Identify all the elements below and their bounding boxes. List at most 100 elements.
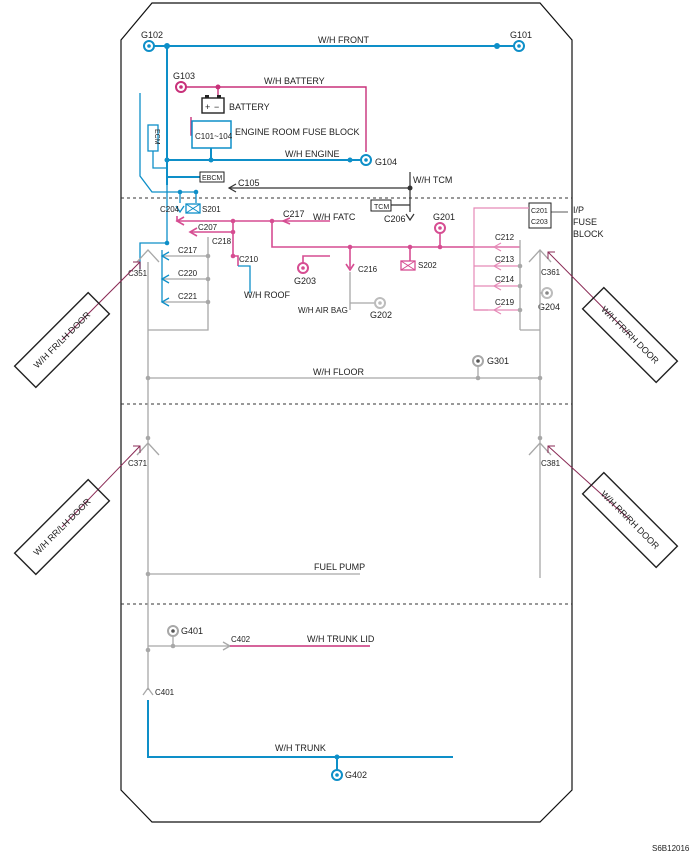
- ground-g203: G203: [294, 255, 330, 286]
- connector-c402-label: C402: [231, 635, 251, 644]
- connector-c206-label: C206: [384, 214, 406, 224]
- connector-c351-label: C351: [128, 269, 148, 278]
- svg-text:+: +: [205, 102, 210, 112]
- svg-text:−: −: [214, 102, 219, 112]
- ground-g402: G402: [331, 769, 367, 781]
- ground-g401-label: G401: [181, 626, 203, 636]
- connector-c213-label: C213: [495, 255, 515, 264]
- connector-c371-label: C371: [128, 459, 148, 468]
- trunk-lid-harness-label: W/H TRUNK LID: [307, 634, 375, 644]
- connector-c218-label: C218: [212, 237, 232, 246]
- ip-fuse-block: C201 C203 I/P FUSE BLOCK: [528, 202, 604, 239]
- connector-c220-label: C220: [178, 269, 198, 278]
- ip-fuse-label-3: BLOCK: [573, 229, 604, 239]
- fuel-pump-label: FUEL PUMP: [314, 562, 365, 572]
- fuse-block-connectors: C101~104: [195, 132, 233, 141]
- trunk-harness: C401 W/H TRUNK: [142, 686, 453, 770]
- connector-c216: C216: [345, 244, 378, 274]
- ground-g102: G102: [141, 30, 163, 52]
- connector-c361: C361: [528, 249, 561, 277]
- ecm-label: ECM: [153, 129, 160, 145]
- trunk-harness-label: W/H TRUNK: [275, 743, 326, 753]
- engine-room-fuse-block: C101~104 ENGINE ROOM FUSE BLOCK: [191, 120, 360, 149]
- door-rr-rh: W/H RR/RH DOOR: [547, 445, 679, 569]
- fatc-harness-label: W/H FATC: [313, 212, 356, 222]
- roof-harness: W/H ROOF: [238, 265, 290, 300]
- front-harness-label: W/H FRONT: [318, 35, 369, 45]
- ground-g201-label: G201: [433, 212, 455, 222]
- splice-s202-label: S202: [418, 261, 437, 270]
- battery-harness-label: W/H BATTERY: [264, 76, 325, 86]
- splice-s201-label: S201: [202, 205, 221, 214]
- door-rr-lh: W/H RR/LH DOOR: [13, 445, 141, 576]
- tcm-module: TCM: [370, 199, 410, 212]
- roof-harness-label: W/H ROOF: [244, 290, 290, 300]
- tcm-harness: C105 W/H TCM C206: [227, 172, 452, 224]
- ground-g103: G103: [173, 71, 195, 93]
- door-fr-rh: W/H FR/RH DOOR: [547, 251, 679, 384]
- right-side-harness: [537, 250, 543, 578]
- ground-g301-label: G301: [487, 356, 509, 366]
- tcm-label: TCM: [374, 204, 389, 211]
- battery-symbol: + − BATTERY: [201, 95, 270, 114]
- tcm-harness-label: W/H TCM: [413, 175, 452, 185]
- connector-c204-label: C204: [160, 205, 180, 214]
- connector-c216-label: C216: [358, 265, 378, 274]
- ground-g202-label: G202: [370, 310, 392, 320]
- vehicle-body-outline: [120, 2, 573, 823]
- ip-pink-harness: C217 W/H FATC C207 C218 C210: [175, 209, 520, 266]
- ground-g202: G202: [370, 297, 392, 320]
- ip-blue-links: [139, 185, 199, 270]
- ground-g104: G104: [360, 154, 397, 167]
- connector-c212-label: C212: [495, 233, 515, 242]
- airbag-harness: W/H AIR BAG: [298, 272, 376, 315]
- connector-c401-label: C401: [155, 688, 175, 697]
- connector-c381: C381: [528, 442, 561, 468]
- diagram-code: S6B12016: [652, 844, 690, 853]
- ebcm-module: EBCM: [167, 171, 225, 183]
- connector-c217a-label: C217: [283, 209, 305, 219]
- ecm-module: ECM: [147, 124, 160, 152]
- ground-g201: G201: [433, 212, 455, 250]
- fuse-block-label: ENGINE ROOM FUSE BLOCK: [235, 127, 360, 137]
- engine-harness-label: W/H ENGINE: [285, 149, 340, 159]
- ground-g402-label: G402: [345, 770, 367, 780]
- ip-conn-c203: C203: [531, 219, 548, 226]
- front-left-loop: [139, 93, 196, 193]
- ground-g301: G301: [472, 355, 509, 367]
- ground-g401: G401: [167, 625, 203, 637]
- connector-c381-label: C381: [541, 459, 561, 468]
- right-connectors: C212 C213 C214 C219: [474, 233, 540, 331]
- ip-conn-c201: C201: [531, 208, 548, 215]
- connector-c217b-label: C217: [178, 246, 198, 255]
- engine-harness: W/H ENGINE: [164, 148, 360, 163]
- ip-fuse-label-1: I/P: [573, 205, 584, 215]
- connector-c221-label: C221: [178, 292, 198, 301]
- ebcm-label: EBCM: [202, 175, 222, 182]
- ground-g104-label: G104: [375, 157, 397, 167]
- ground-g102-label: G102: [141, 30, 163, 40]
- connector-c210-label: C210: [239, 255, 259, 264]
- trunk-lid-harness: C402 W/H TRUNK LID: [148, 634, 375, 651]
- ground-g103-label: G103: [173, 71, 195, 81]
- left-gray-connectors: C217 C220 C221: [148, 237, 211, 331]
- splice-s201: S201: [185, 203, 221, 214]
- fuel-pump-harness: FUEL PUMP: [148, 562, 365, 575]
- connector-c207-label: C207: [198, 223, 218, 232]
- ground-g203-label: G203: [294, 276, 316, 286]
- floor-harness-label: W/H FLOOR: [313, 367, 364, 377]
- connector-c105-label: C105: [238, 178, 260, 188]
- ground-g101: G101: [510, 30, 532, 52]
- splice-s202: S202: [400, 244, 437, 271]
- left-side-harness: [139, 262, 151, 690]
- ground-g101-label: G101: [510, 30, 532, 40]
- battery-label: BATTERY: [229, 102, 270, 112]
- connector-c361-label: C361: [541, 268, 561, 277]
- ip-fuse-label-2: FUSE: [573, 217, 597, 227]
- ground-g204: G204: [538, 287, 560, 312]
- airbag-harness-label: W/H AIR BAG: [298, 306, 348, 315]
- connector-c371: C371: [128, 442, 160, 468]
- ground-g204-label: G204: [538, 302, 560, 312]
- connector-c219-label: C219: [495, 298, 515, 307]
